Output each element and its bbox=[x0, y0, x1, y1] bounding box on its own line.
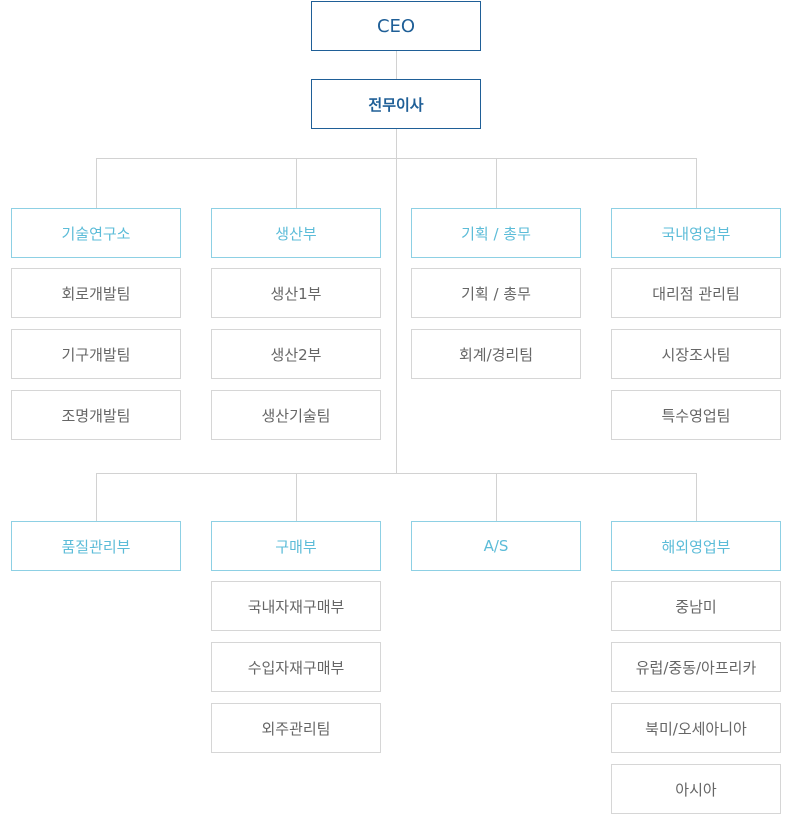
team-box: 기구개발팀 bbox=[11, 329, 181, 379]
connector-row1-col2 bbox=[296, 158, 297, 208]
dept-research: 기술연구소 bbox=[11, 208, 181, 258]
team-box: 대리점 관리팀 bbox=[611, 268, 781, 318]
dept-as: A/S bbox=[411, 521, 581, 571]
team-box: 생산2부 bbox=[211, 329, 381, 379]
team-box: 회계/경리팀 bbox=[411, 329, 581, 379]
dept-production: 생산부 bbox=[211, 208, 381, 258]
connector-row1-bar bbox=[96, 158, 697, 159]
dept-quality: 품질관리부 bbox=[11, 521, 181, 571]
team-box: 국내자재구매부 bbox=[211, 581, 381, 631]
team-box: 시장조사팀 bbox=[611, 329, 781, 379]
team-box: 기획 / 총무 bbox=[411, 268, 581, 318]
team-box: 회로개발팀 bbox=[11, 268, 181, 318]
connector-row2-col1 bbox=[96, 473, 97, 521]
connector-trunk bbox=[396, 129, 397, 474]
ceo-box: CEO bbox=[311, 1, 481, 51]
connector-row1-col4 bbox=[696, 158, 697, 208]
connector-row2-bar bbox=[96, 473, 697, 474]
connector-row2-col4 bbox=[696, 473, 697, 521]
team-box: 수입자재구매부 bbox=[211, 642, 381, 692]
team-box: 아시아 bbox=[611, 764, 781, 814]
connector-row2-col2 bbox=[296, 473, 297, 521]
dept-overseas-sales: 해외영업부 bbox=[611, 521, 781, 571]
team-box: 중남미 bbox=[611, 581, 781, 631]
connector-row1-col1 bbox=[96, 158, 97, 208]
team-box: 북미/오세아니아 bbox=[611, 703, 781, 753]
team-box: 특수영업팀 bbox=[611, 390, 781, 440]
team-box: 생산1부 bbox=[211, 268, 381, 318]
dept-domestic-sales: 국내영업부 bbox=[611, 208, 781, 258]
exec-box: 전무이사 bbox=[311, 79, 481, 129]
team-box: 외주관리팀 bbox=[211, 703, 381, 753]
team-box: 유럽/중동/아프리카 bbox=[611, 642, 781, 692]
dept-purchasing: 구매부 bbox=[211, 521, 381, 571]
connector-ceo-exec bbox=[396, 51, 397, 79]
connector-row1-col3 bbox=[496, 158, 497, 208]
connector-row2-col3 bbox=[496, 473, 497, 521]
team-box: 생산기술팀 bbox=[211, 390, 381, 440]
dept-planning: 기획 / 총무 bbox=[411, 208, 581, 258]
team-box: 조명개발팀 bbox=[11, 390, 181, 440]
